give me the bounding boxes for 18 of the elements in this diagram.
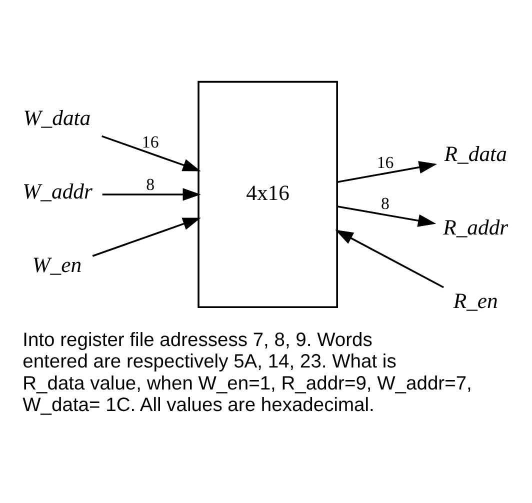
node-text: W_en xyxy=(32,252,82,277)
caption: Into register file adressess 7, 8, 9. Words entered are respectively 5A, 14, 23. What is R_data value, when W_en=1, R_addr=9, W_addr=7, W_data= 1C. All values are hexadecimal. xyxy=(22,330,472,416)
node-text: W_addr xyxy=(22,179,92,204)
edge-label: 8 xyxy=(381,194,390,213)
edge-label: 8 xyxy=(146,174,155,194)
node-text: R_en xyxy=(453,288,498,313)
node-box: 4x16 xyxy=(198,80,338,308)
arrow xyxy=(102,188,201,200)
arrow xyxy=(92,217,201,256)
arrow xyxy=(102,134,201,171)
edge-label: 16 xyxy=(376,152,394,172)
arrow xyxy=(335,229,444,288)
node-text: W_data xyxy=(23,106,91,130)
arrow xyxy=(337,160,438,182)
node-text: R_data xyxy=(444,142,507,166)
arrow xyxy=(337,205,436,226)
edge-label: 16 xyxy=(142,132,159,152)
node-text: R_addr xyxy=(443,215,508,240)
